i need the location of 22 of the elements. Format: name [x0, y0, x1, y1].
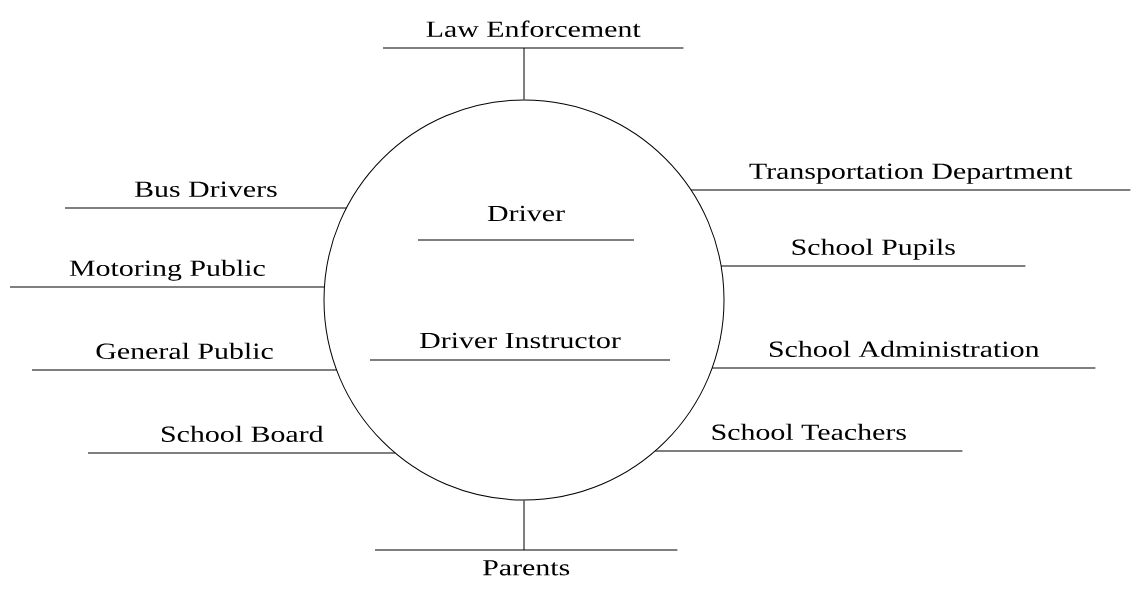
- stakeholder-label: School Administration: [770, 340, 1040, 357]
- label: Driver Instructor: [420, 332, 621, 349]
- connector-line: [31, 369, 338, 371]
- label: Driver: [487, 205, 565, 222]
- connector-line: [64, 207, 347, 209]
- stakeholder-label: Transportation Department: [749, 163, 1073, 184]
- stakeholder-label: School Pupils: [792, 238, 955, 260]
- connector-line: [711, 367, 1096, 369]
- connector-line: [87, 452, 396, 454]
- connector-line: [690, 189, 1131, 191]
- connector-line: [654, 450, 963, 452]
- stakeholder-label: Parents: [483, 560, 570, 576]
- connector-line: [382, 47, 684, 100]
- stakeholder-label: School Teachers: [712, 423, 906, 440]
- connector-line: [374, 500, 678, 551]
- stakeholder-label: General Public: [96, 342, 273, 359]
- stakeholder-label: Law Enforcement: [426, 20, 641, 37]
- stakeholder-label: Bus Drivers: [134, 181, 277, 197]
- stakeholder-label: School Board: [162, 425, 324, 442]
- connector-line: [9, 286, 325, 288]
- stakeholder-label: Motoring Public: [69, 259, 265, 281]
- connector-line: [720, 265, 1026, 267]
